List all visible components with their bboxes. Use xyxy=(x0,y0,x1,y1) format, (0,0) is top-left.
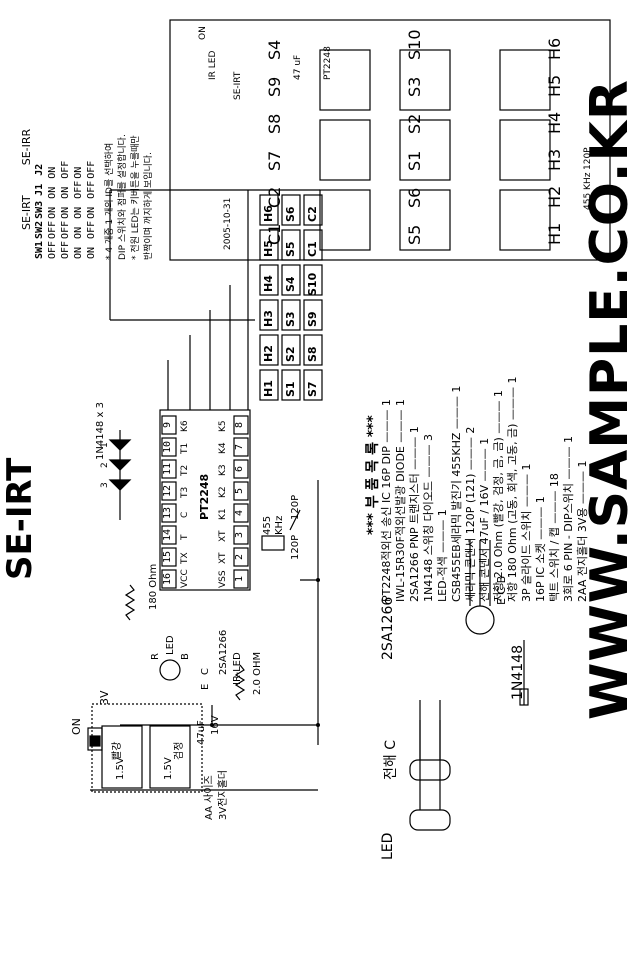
pcb-button-h5: H5 xyxy=(545,75,564,97)
pcb-button-h4: H4 xyxy=(545,112,564,134)
pcb-button-s6: S6 xyxy=(405,188,424,208)
ic-pin-boxes xyxy=(161,415,249,589)
battery-2-outline xyxy=(149,725,191,789)
pcb-date: 2005-10-31 xyxy=(223,198,233,250)
pcb-button-s8: S8 xyxy=(265,114,284,134)
pcb-button-s1: S1 xyxy=(405,151,424,171)
pcb-xtal: 455 KHz xyxy=(583,172,593,210)
pcb-ic-label: PT2248 xyxy=(323,46,333,80)
pcb-cap-label: 47 uF xyxy=(293,55,303,80)
pcb-button-s4: S4 xyxy=(265,40,284,60)
pcb-button-s3: S3 xyxy=(405,77,424,97)
led-body xyxy=(409,809,451,831)
electrolytic-cap-body xyxy=(409,759,451,781)
key-matrix xyxy=(259,194,323,401)
pcb-button-h1: H1 xyxy=(545,223,564,245)
pcb-button-s7: S7 xyxy=(265,151,284,171)
battery-holder-box xyxy=(91,703,203,793)
pcb-button-c2: C2 xyxy=(265,187,284,208)
pcb-button-c1: C1 xyxy=(265,224,284,245)
pcb-on-label: ON xyxy=(198,26,208,40)
pcb-button-h3: H3 xyxy=(545,149,564,171)
pcb-outline xyxy=(169,19,611,261)
pcb-button-h2: H2 xyxy=(545,186,564,208)
pcb-button-s2: S2 xyxy=(405,114,424,134)
pcb-button-s10: S10 xyxy=(405,29,424,60)
pcb-button-h6: H6 xyxy=(545,38,564,60)
battery-1-outline xyxy=(101,725,143,789)
ic-pt2248-outline xyxy=(159,409,251,591)
pcb-button-s5: S5 xyxy=(405,225,424,245)
pcb-se-irt: SE-IRT xyxy=(233,71,243,100)
pcb-cap-120p: 120P xyxy=(583,147,593,170)
pcb-button-grid xyxy=(319,49,551,251)
pcb-button-s9: S9 xyxy=(265,77,284,97)
pcb-ir-led: IR LED xyxy=(208,51,218,80)
